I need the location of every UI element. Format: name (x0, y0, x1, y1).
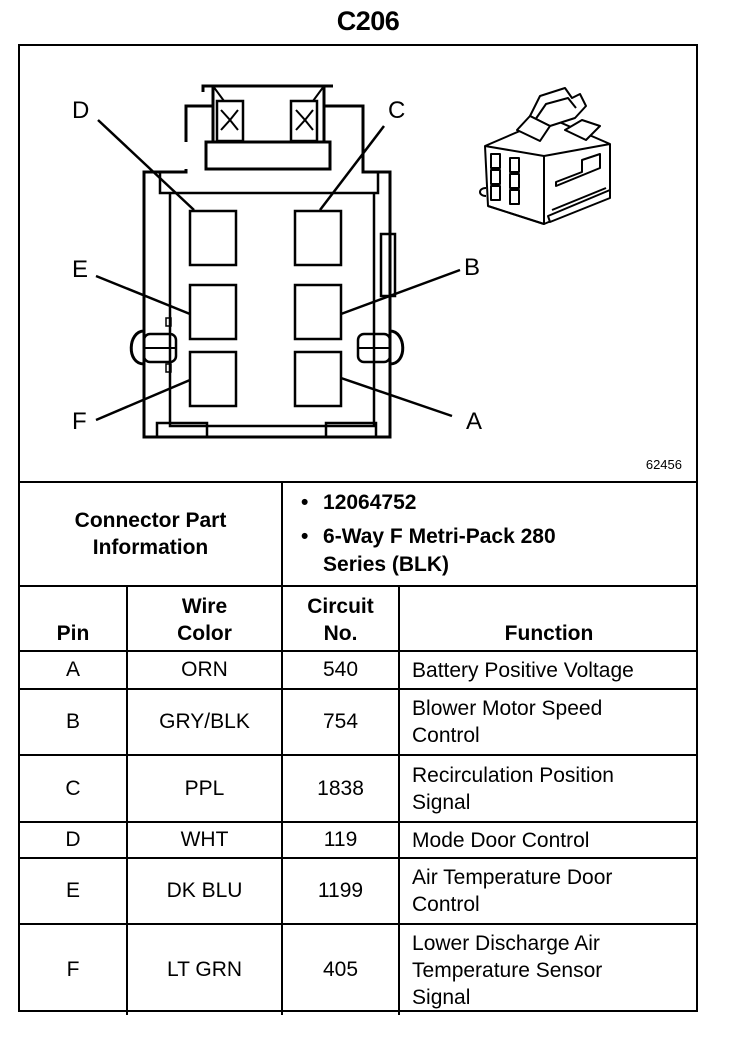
cavity-f (188, 350, 238, 408)
circuit-no-cell: 754 (281, 688, 401, 756)
function-cell: Mode Door Control (398, 821, 698, 859)
table-row: B GRY/BLK 754 Blower Motor Speed Control (20, 688, 698, 756)
circuit-no-cell: 540 (281, 650, 401, 690)
header-circuit-no: Circuit No. (281, 585, 401, 652)
function-cell: Battery Positive Voltage (398, 650, 698, 690)
connector-face-view-drawing (95, 84, 611, 439)
connector-diagram: D C E B F A 62456 (20, 46, 696, 482)
leader-f (95, 378, 191, 422)
leader-a (340, 376, 453, 418)
pin-label-d: D (72, 97, 90, 124)
header-wire-color: Wire Color (125, 585, 284, 652)
pin-label-c: C (388, 97, 406, 124)
function-cell: Recirculation Position Signal (398, 754, 698, 823)
pin-cell: E (20, 857, 128, 925)
function-cell: Lower Discharge Air Temperature Sensor S… (398, 923, 698, 1015)
circuit-no-cell: 405 (281, 923, 401, 1015)
connector-frame: D C E B F A 62456 Connector Part Informa… (18, 44, 698, 1015)
pin-label-f: F (72, 408, 87, 435)
pin-label-e: E (72, 256, 89, 283)
cavity-b (293, 283, 343, 341)
pin-cell: D (20, 821, 128, 859)
table-header-row: Pin Wire Color Circuit No. Function (20, 585, 698, 652)
pin-cell: A (20, 650, 128, 690)
connector-description: •6-Way F Metri-Pack 280 Series (BLK) (301, 525, 556, 576)
pin-label-b: B (464, 254, 481, 281)
function-cell: Air Temperature Door Control (398, 857, 698, 925)
table-row: F LT GRN 405 Lower Discharge Air Tempera… (20, 923, 698, 1015)
figure-number: 62456 (645, 457, 682, 472)
circuit-no-cell: 1838 (281, 754, 401, 823)
function-cell: Blower Motor Speed Control (398, 688, 698, 756)
wire-color-cell: PPL (125, 754, 284, 823)
table-row: C PPL 1838 Recirculation Position Signal (20, 754, 698, 823)
leader-d (97, 119, 195, 211)
header-pin: Pin (20, 585, 128, 652)
table-row: D WHT 119 Mode Door Control (20, 821, 698, 859)
wire-color-cell: LT GRN (125, 923, 284, 1015)
table-row: A ORN 540 Battery Positive Voltage (20, 650, 698, 690)
leader-b (340, 268, 461, 316)
pin-label-a: A (466, 408, 483, 435)
circuit-no-cell: 119 (281, 821, 401, 859)
wire-color-cell: WHT (125, 821, 284, 859)
bullet-icon: • (301, 525, 309, 548)
connector-isometric-drawing (479, 87, 611, 225)
leader-e (95, 274, 191, 316)
wire-color-cell: GRY/BLK (125, 688, 284, 756)
cavity-d (188, 209, 238, 267)
cavity-e (188, 283, 238, 341)
cavity-a (293, 350, 343, 408)
connector-info-details: •12064752 •6-Way F Metri-Pack 280 Series… (281, 481, 698, 587)
pin-cell: C (20, 754, 128, 823)
connector-part-number: •12064752 (301, 489, 698, 517)
cavity-c (293, 209, 343, 267)
wire-color-cell: DK BLU (125, 857, 284, 925)
bullet-icon: • (301, 491, 309, 514)
connector-info-row: Connector Part Information •12064752 •6-… (20, 481, 698, 587)
header-function: Function (398, 585, 698, 652)
connector-info-label: Connector Part Information (20, 481, 284, 587)
table-row: E DK BLU 1199 Air Temperature Door Contr… (20, 857, 698, 925)
circuit-no-cell: 1199 (281, 857, 401, 925)
wire-color-cell: ORN (125, 650, 284, 690)
pin-cell: F (20, 923, 128, 1015)
connector-title: C206 (336, 6, 400, 36)
pin-cell: B (20, 688, 128, 756)
leader-c (319, 125, 385, 211)
connector-table: Connector Part Information •12064752 •6-… (20, 481, 698, 1015)
